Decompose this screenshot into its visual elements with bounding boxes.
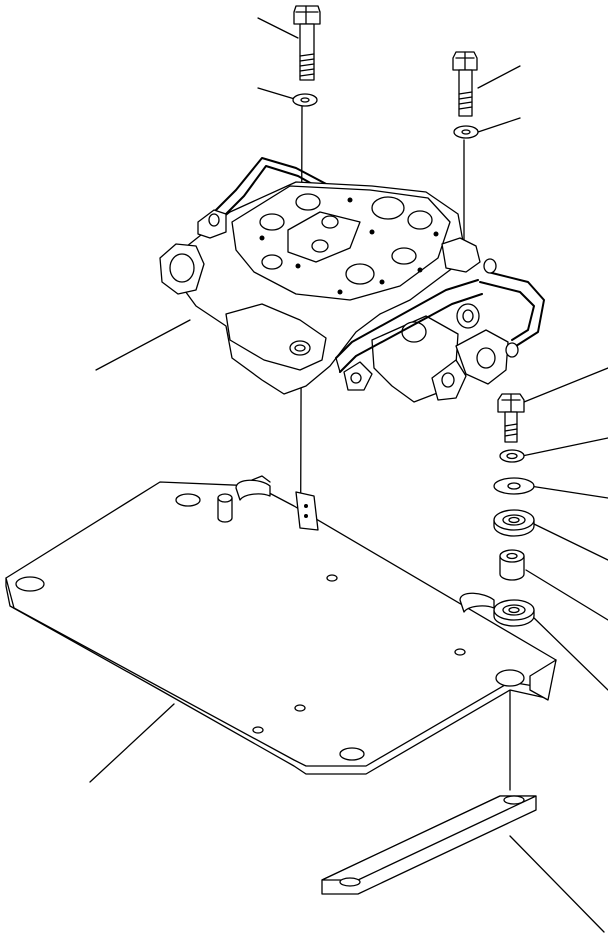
washer-upper-right	[453, 125, 479, 139]
leader-control-valve	[95, 319, 191, 371]
bolt-lower-right	[497, 393, 525, 443]
flat-washer	[493, 477, 535, 495]
leader-bolt-upper-right	[477, 65, 521, 89]
washer-upper-left	[292, 93, 318, 107]
mounting-plate	[5, 475, 557, 775]
bottom-strap	[321, 795, 537, 895]
collar	[499, 549, 525, 581]
control-valve	[159, 157, 545, 403]
leader-washer-upper-right	[477, 117, 521, 133]
leader-bolt-upper-left	[257, 17, 299, 39]
leader-rubber-cushion-lower	[531, 615, 608, 691]
rubber-cushion-upper	[493, 509, 535, 537]
leader-bottom-strap	[509, 835, 605, 933]
leader-mounting-plate	[89, 703, 175, 783]
leader-small-washer	[521, 437, 608, 457]
small-washer	[499, 449, 525, 463]
leader-washer-upper-left	[257, 87, 299, 101]
leader-flat-washer	[529, 485, 608, 499]
leader-lines	[89, 17, 608, 933]
valve-top-holes	[259, 193, 439, 295]
leader-collar	[525, 569, 608, 621]
bolt-upper-left	[293, 5, 321, 81]
plate-holes	[15, 493, 525, 761]
rubber-cushion-lower	[493, 599, 535, 627]
leader-rubber-cushion-upper	[533, 523, 608, 561]
leader-bolt-lower-right	[523, 367, 608, 403]
bolt-upper-right	[452, 51, 478, 117]
